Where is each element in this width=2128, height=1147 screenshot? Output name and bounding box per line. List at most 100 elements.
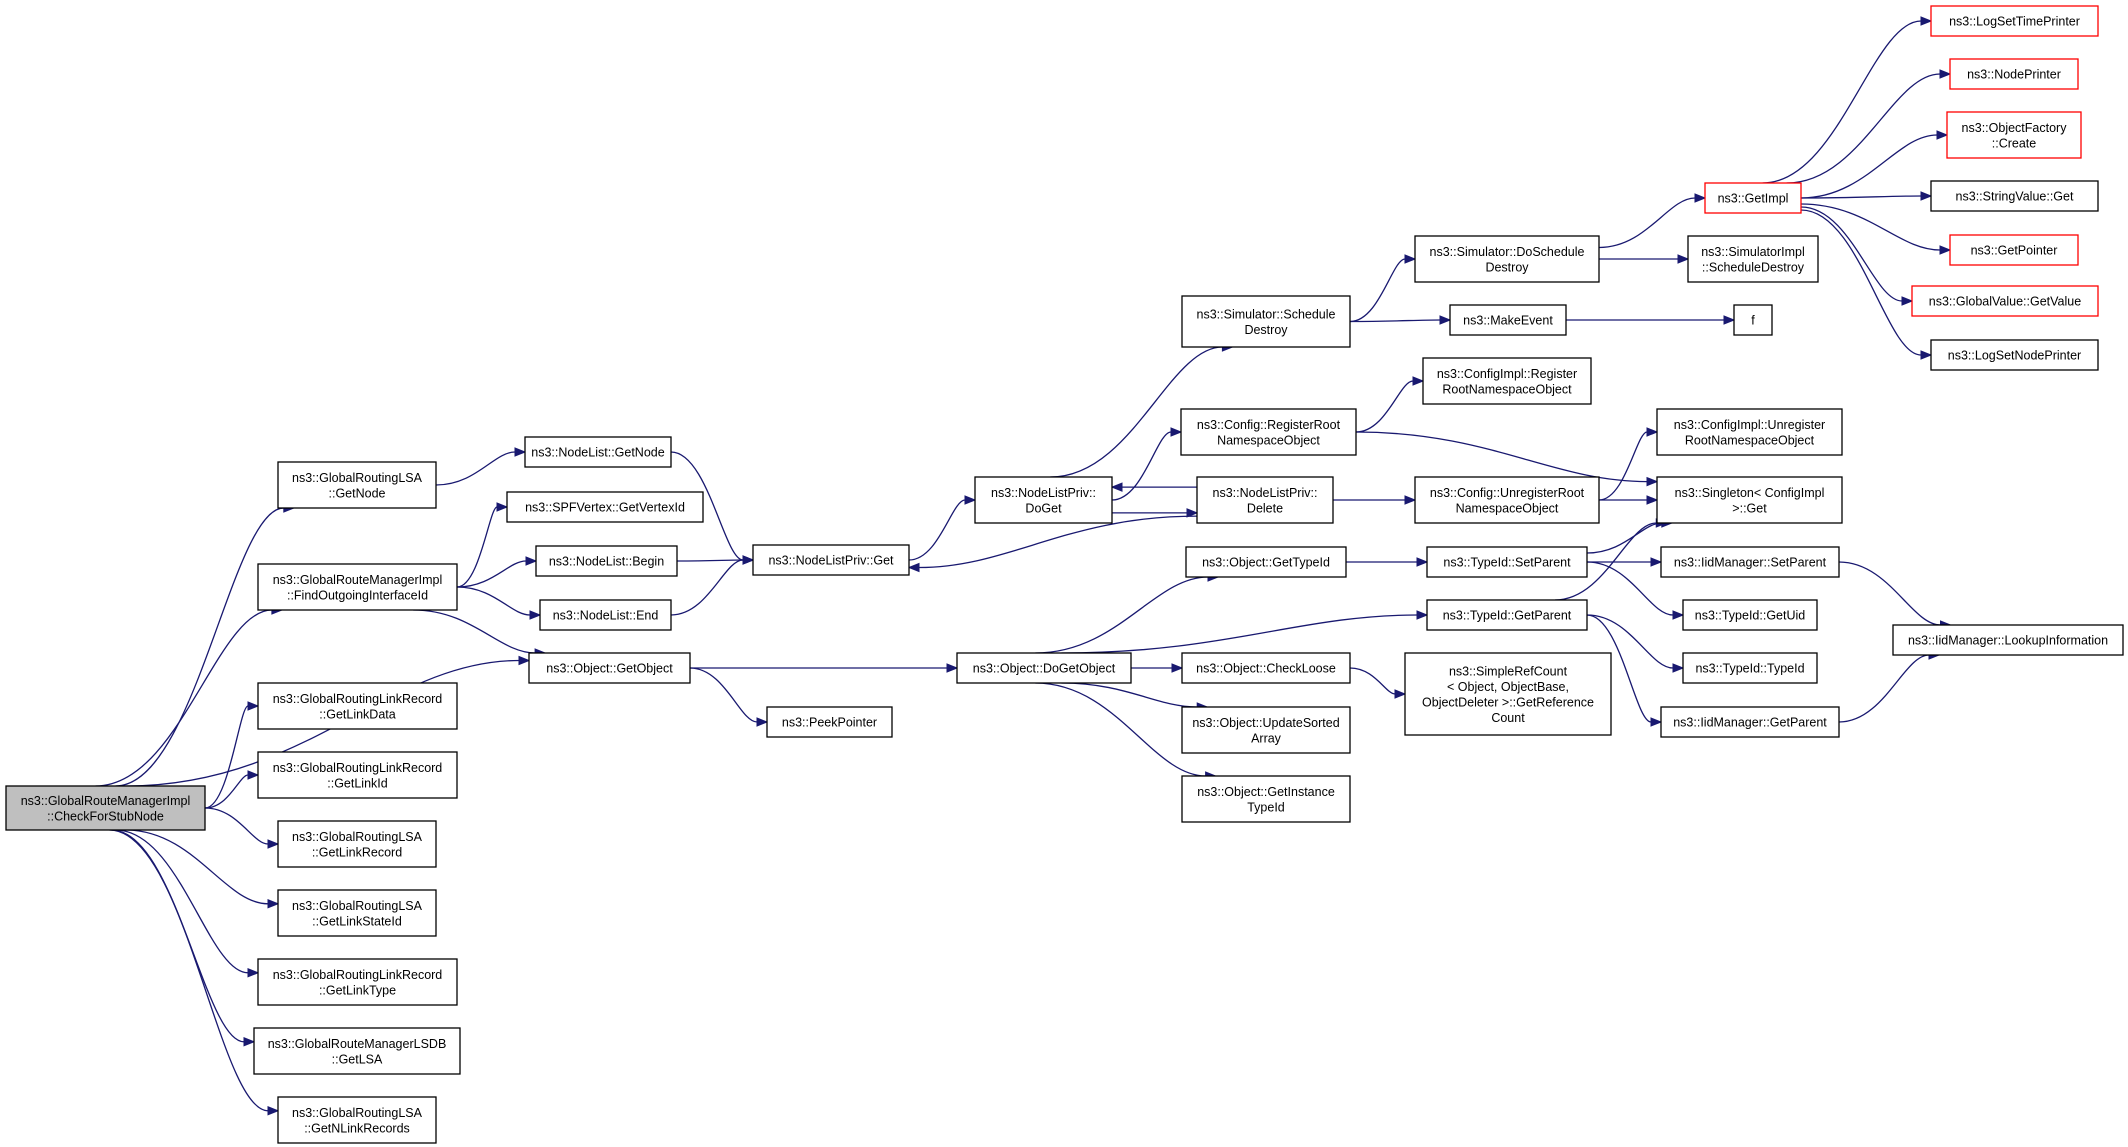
node-label: ::ScheduleDestroy xyxy=(1702,260,1805,274)
node-label: Destroy xyxy=(1244,323,1288,337)
node-typeid-typeid[interactable]: ns3::TypeId::TypeId xyxy=(1682,652,1818,684)
edge-line xyxy=(1800,203,1941,251)
node-label: ObjectDeleter >::GetReference xyxy=(1422,695,1594,709)
edge-arrowhead xyxy=(514,447,527,457)
edge-typeid-getparent-to-iid-getparent xyxy=(1586,614,1663,727)
edge-line xyxy=(1838,654,1930,723)
node-configimpl-register[interactable]: ns3::ConfigImpl::RegisterRootNamespaceOb… xyxy=(1422,357,1592,405)
node-label: ns3::LogSetTimePrinter xyxy=(1949,15,2080,29)
node-box xyxy=(1660,706,1840,738)
node-checkloose[interactable]: ns3::Object::CheckLoose xyxy=(1181,652,1351,684)
node-label: ::GetLinkData xyxy=(319,707,395,721)
node-logsetnodeprinter[interactable]: ns3::LogSetNodePrinter xyxy=(1930,339,2099,371)
node-label: ::GetLinkType xyxy=(319,983,396,997)
edge-typeid-setparent-to-typeid-getuid xyxy=(1586,561,1685,620)
node-objectfactory-create[interactable]: ns3::ObjectFactory::Create xyxy=(1946,111,2082,159)
node-label: ns3::GlobalValue::GetValue xyxy=(1929,295,2081,309)
node-iid-getparent[interactable]: ns3::IidManager::GetParent xyxy=(1660,706,1840,738)
edge-line xyxy=(204,807,269,845)
node-globalvalue-getvalue[interactable]: ns3::GlobalValue::GetValue xyxy=(1911,285,2099,317)
node-spf-getvertexid[interactable]: ns3::SPFVertex::GetVertexId xyxy=(506,491,704,523)
edge-arrowhead xyxy=(946,663,959,673)
node-iid-setparent[interactable]: ns3::IidManager::SetParent xyxy=(1660,546,1840,578)
edge-line xyxy=(1355,380,1414,433)
node-config-unregister[interactable]: ns3::Config::UnregisterRootNamespaceObje… xyxy=(1414,476,1600,524)
node-getnlinkrecords[interactable]: ns3::GlobalRoutingLSA::GetNLinkRecords xyxy=(277,1096,437,1144)
node-typeid-getuid[interactable]: ns3::TypeId::GetUid xyxy=(1682,599,1818,631)
edge-arrowhead xyxy=(1936,130,1949,140)
node-box xyxy=(1682,652,1818,684)
node-label: ns3::NodeList::GetNode xyxy=(531,446,664,460)
node-box xyxy=(1181,775,1351,823)
node-label: < Object, ObjectBase, xyxy=(1447,680,1569,694)
node-getlinkid[interactable]: ns3::GlobalRoutingLinkRecord::GetLinkId xyxy=(257,751,458,799)
edge-arrowhead xyxy=(756,717,769,727)
edge-arrowhead xyxy=(742,555,755,565)
edge-arrowhead xyxy=(1404,495,1417,505)
node-label: TypeId xyxy=(1247,800,1285,814)
node-label: ns3::Object::DoGetObject xyxy=(973,662,1116,676)
node-getlinkrecord[interactable]: ns3::GlobalRoutingLSA::GetLinkRecord xyxy=(277,820,437,868)
node-simplerefcount[interactable]: ns3::SimpleRefCount< Object, ObjectBase,… xyxy=(1404,652,1612,736)
edge-iid-setparent-to-iid-lookup xyxy=(1838,561,1952,630)
node-getimpl[interactable]: ns3::GetImpl xyxy=(1704,182,1802,214)
node-nodelist-getnode[interactable]: ns3::NodeList::GetNode xyxy=(524,436,672,468)
node-logsettimeprinter[interactable]: ns3::LogSetTimePrinter xyxy=(1930,5,2099,37)
node-peekpointer[interactable]: ns3::PeekPointer xyxy=(766,706,893,738)
node-typeid-getparent[interactable]: ns3::TypeId::GetParent xyxy=(1426,599,1588,631)
edge-getobject-to-peekpointer xyxy=(689,667,769,727)
edge-line xyxy=(1586,614,1652,723)
node-singleton-get[interactable]: ns3::Singleton< ConfigImpl >::Get xyxy=(1656,476,1843,524)
node-dogetobject[interactable]: ns3::Object::DoGetObject xyxy=(956,652,1132,684)
edge-arrowhead xyxy=(1694,193,1707,203)
node-label: ::GetLSA xyxy=(332,1052,383,1066)
edge-line xyxy=(689,667,758,723)
node-getlinktype[interactable]: ns3::GlobalRoutingLinkRecord::GetLinkTyp… xyxy=(257,958,458,1006)
node-label: ns3::IidManager::LookupInformation xyxy=(1908,634,2108,648)
node-typeid-setparent[interactable]: ns3::TypeId::SetParent xyxy=(1426,546,1588,578)
node-label: Destroy xyxy=(1485,260,1529,274)
node-label: ns3::Object::GetInstance xyxy=(1197,785,1335,799)
edge-arrowhead xyxy=(1646,495,1659,505)
node-getpointer[interactable]: ns3::GetPointer xyxy=(1949,234,2079,266)
edge-arrowhead xyxy=(247,701,260,711)
node-obj-gettypeid[interactable]: ns3::Object::GetTypeId xyxy=(1185,546,1347,578)
node-getlsa[interactable]: ns3::GlobalRouteManagerLSDB::GetLSA xyxy=(253,1027,461,1075)
node-nodeprinter[interactable]: ns3::NodePrinter xyxy=(1949,58,2079,90)
edge-line xyxy=(670,451,744,561)
node-f[interactable]: f xyxy=(1733,304,1773,336)
edge-line xyxy=(456,586,531,616)
node-nlp-get[interactable]: ns3::NodeListPriv::Get xyxy=(752,544,910,576)
node-simimpl-scheduledestroy[interactable]: ns3::SimulatorImpl::ScheduleDestroy xyxy=(1687,235,1819,283)
node-root[interactable]: ns3::GlobalRouteManagerImpl::CheckForStu… xyxy=(5,785,206,831)
edge-sim-doschedule-to-getimpl xyxy=(1598,193,1707,249)
node-nodelist-end[interactable]: ns3::NodeList::End xyxy=(539,599,672,631)
node-getlinkstateid[interactable]: ns3::GlobalRoutingLSA::GetLinkStateId xyxy=(277,889,437,937)
node-sim-schedule-destroy[interactable]: ns3::Simulator::ScheduleDestroy xyxy=(1181,295,1351,348)
node-stringvalue-get[interactable]: ns3::StringValue::Get xyxy=(1930,180,2099,212)
edge-line xyxy=(1800,195,1922,199)
node-label: ns3::TypeId::GetParent xyxy=(1443,609,1572,623)
node-makeevent[interactable]: ns3::MakeEvent xyxy=(1449,304,1567,336)
edge-nlp-delete-to-config-unregister xyxy=(1332,495,1417,505)
node-nodelist-begin[interactable]: ns3::NodeList::Begin xyxy=(535,545,678,577)
node-nlp-delete[interactable]: ns3::NodeListPriv::Delete xyxy=(1196,476,1334,524)
node-label: ns3::Config::RegisterRoot xyxy=(1197,418,1341,432)
node-lsa-getnode[interactable]: ns3::GlobalRoutingLSA::GetNode xyxy=(277,461,437,509)
edge-arrowhead xyxy=(1394,689,1407,699)
node-getobject[interactable]: ns3::Object::GetObject xyxy=(528,652,691,684)
node-find-iface[interactable]: ns3::GlobalRouteManagerImpl::FindOutgoin… xyxy=(257,563,458,611)
node-getlinkdata[interactable]: ns3::GlobalRoutingLinkRecord::GetLinkDat… xyxy=(257,682,458,730)
node-nlp-doget[interactable]: ns3::NodeListPriv::DoGet xyxy=(974,476,1113,524)
node-box xyxy=(1185,546,1347,578)
edge-arrowhead xyxy=(1110,482,1123,492)
edge-getimpl-to-logsettimeprinter xyxy=(1762,16,1933,184)
node-iid-lookup[interactable]: ns3::IidManager::LookupInformation xyxy=(1892,624,2124,656)
edge-config-unregister-to-singleton-get xyxy=(1598,495,1659,505)
edge-dogetobject-to-obj-gettypeid xyxy=(1035,572,1220,654)
node-configimpl-unregister[interactable]: ns3::ConfigImpl::UnregisterRootNamespace… xyxy=(1656,408,1843,456)
